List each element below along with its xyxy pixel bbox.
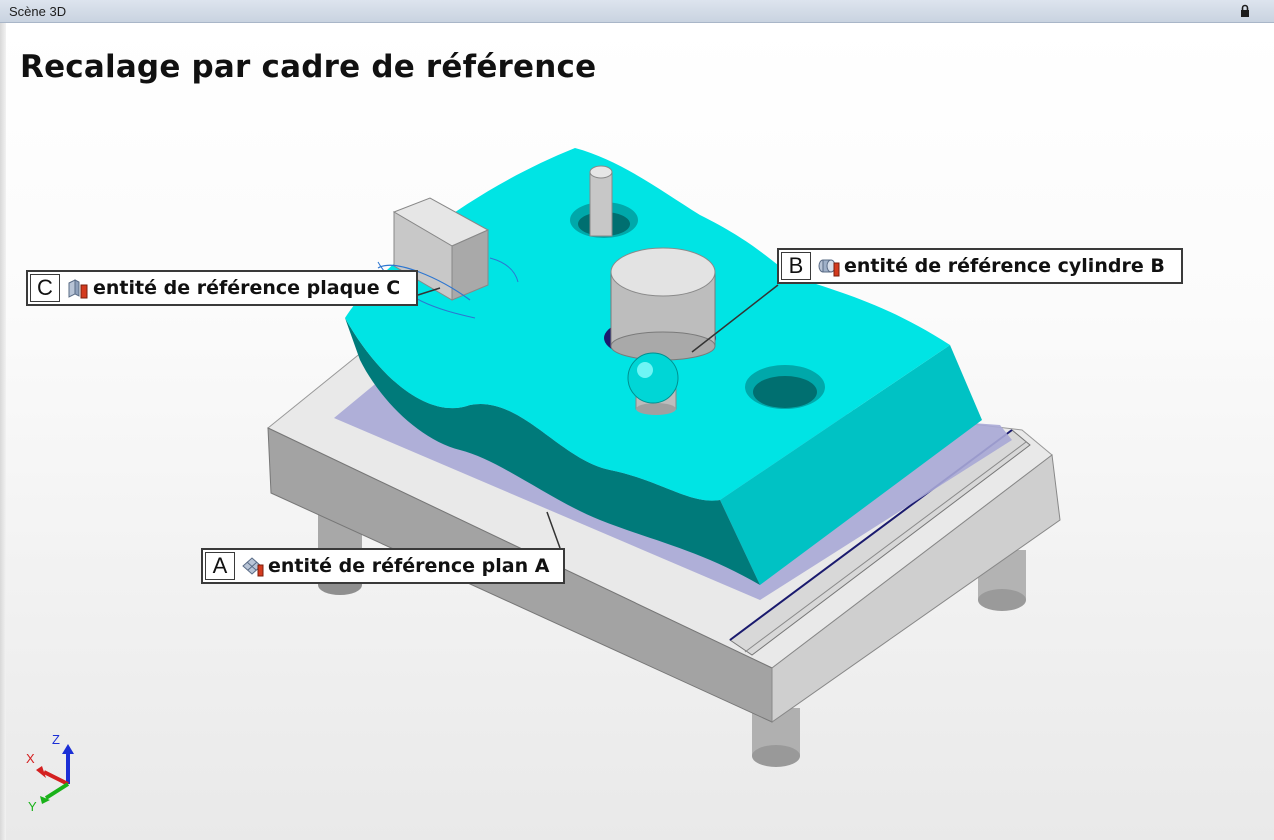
axis-triad: Z X Y [26, 732, 74, 814]
window-title: Scène 3D [9, 4, 67, 19]
cyan-part [345, 148, 982, 585]
axis-z-label: Z [52, 732, 60, 747]
window-titlebar: Scène 3D [0, 0, 1274, 23]
cylinder-datum-icon [818, 259, 840, 277]
callout-c-letter: C [30, 274, 60, 302]
lock-icon[interactable] [1238, 4, 1252, 18]
callout-leaders [417, 284, 779, 549]
callout-b-label: entité de référence cylindre B [844, 255, 1165, 277]
callout-c[interactable]: C entité de référence plaque C [26, 270, 418, 306]
callout-b[interactable]: B entité de référence cylindre B [777, 248, 1183, 284]
plane-datum-icon [242, 557, 264, 577]
callout-c-label: entité de référence plaque C [93, 277, 401, 299]
plate-datum-icon [68, 279, 88, 299]
viewport-left-border [0, 23, 6, 840]
axis-x-label: X [26, 751, 35, 766]
callout-a-letter: A [205, 552, 235, 580]
callout-a-label: entité de référence plan A [268, 555, 550, 577]
callout-b-letter: B [781, 252, 811, 280]
callout-a[interactable]: A entité de référence plan A [201, 548, 565, 584]
scene-heading: Recalage par cadre de référence [20, 49, 597, 85]
axis-y-label: Y [28, 799, 37, 814]
